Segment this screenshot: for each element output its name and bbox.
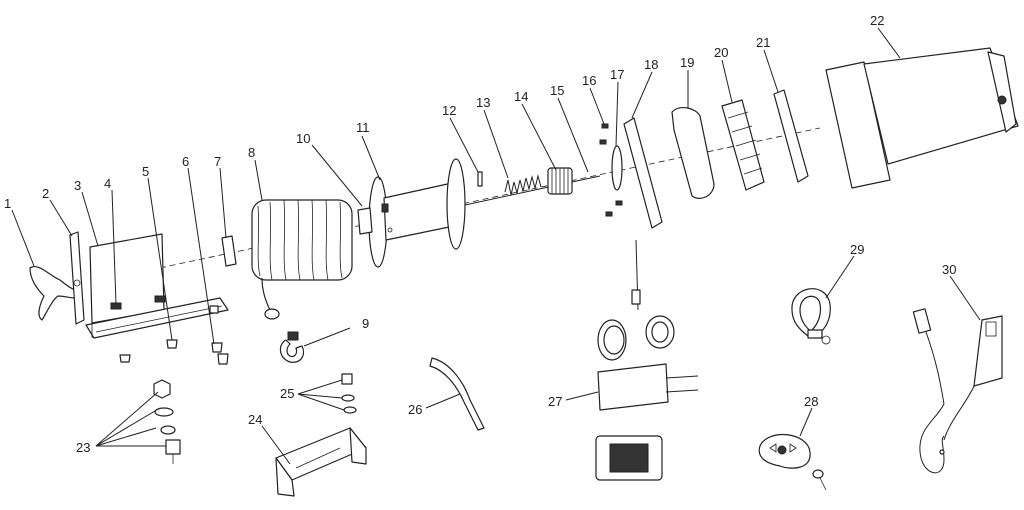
part-number-label: 4: [104, 176, 111, 191]
hose-icon: [429, 357, 485, 431]
part-number-label: 20: [714, 45, 728, 60]
part-number-label: 2: [42, 186, 49, 201]
motor-icon: [825, 47, 1019, 189]
bolt-washer-icon: [341, 373, 357, 414]
part-number-label: 22: [870, 13, 884, 28]
part-number-label: 26: [408, 402, 422, 417]
washer-icon: [611, 145, 623, 191]
shackle-icon: [791, 288, 831, 345]
part-number-label: 18: [644, 57, 658, 72]
remote-control-icon: [758, 433, 827, 491]
leader-lines: [11, 27, 981, 465]
drum-icon: [357, 158, 466, 250]
hook-icon: [279, 331, 305, 363]
part-number-label: 14: [514, 89, 528, 104]
wired-controller-icon: [912, 308, 1003, 474]
part-number-label: 24: [248, 412, 262, 427]
t-handle-icon: [29, 266, 76, 321]
part-number-label: 17: [610, 67, 624, 82]
part-number-label: 8: [248, 145, 255, 160]
part-number-label: 11: [356, 120, 370, 135]
gear-cover-icon: [671, 107, 715, 199]
shaft-gear-icon: [547, 167, 573, 195]
part-number-label: 13: [476, 95, 490, 110]
part-number-label: 12: [442, 103, 456, 118]
nut-icon: [154, 295, 166, 303]
part-number-label: 23: [76, 440, 90, 455]
part-number-label: 25: [280, 386, 294, 401]
part-number-label: 1: [4, 196, 11, 211]
mounting-bracket-icon: [275, 427, 367, 497]
brake-disc-icon: [773, 89, 809, 183]
control-box-icon: [595, 239, 699, 481]
tie-plate-icon: [85, 233, 229, 339]
part-number-label: 30: [942, 262, 956, 277]
part-number-label: 5: [142, 164, 149, 179]
part-number-label: 7: [214, 154, 221, 169]
end-housing-plate-icon: [623, 117, 663, 229]
pin-icon: [477, 171, 483, 187]
part-number-label: 29: [850, 242, 864, 257]
bushing-icon: [221, 235, 237, 267]
part-number-label: 16: [582, 73, 596, 88]
screw-icon: [599, 123, 623, 217]
part-number-label: 9: [362, 316, 369, 331]
part-number-label: 6: [182, 154, 189, 169]
end-plate-icon: [69, 231, 85, 325]
part-number-label: 3: [74, 178, 81, 193]
bolt-icon: [119, 305, 229, 365]
part-number-label: 27: [548, 394, 562, 409]
wire-rope-icon: [251, 199, 353, 320]
gear-set-icon: [721, 99, 765, 191]
spring-icon: [504, 174, 542, 196]
part-number-label: 10: [296, 131, 310, 146]
fastener-set-icon: [153, 379, 181, 464]
part-number-label: 19: [680, 55, 694, 70]
shaft-icon: [464, 175, 601, 206]
part-number-label: 21: [756, 35, 770, 50]
callout-labels: 1 2 3 4 5 6 7 8 9 10 11 12 13 14 15 16 1…: [4, 13, 956, 455]
part-number-label: 15: [550, 83, 564, 98]
part-number-label: 28: [804, 394, 818, 409]
